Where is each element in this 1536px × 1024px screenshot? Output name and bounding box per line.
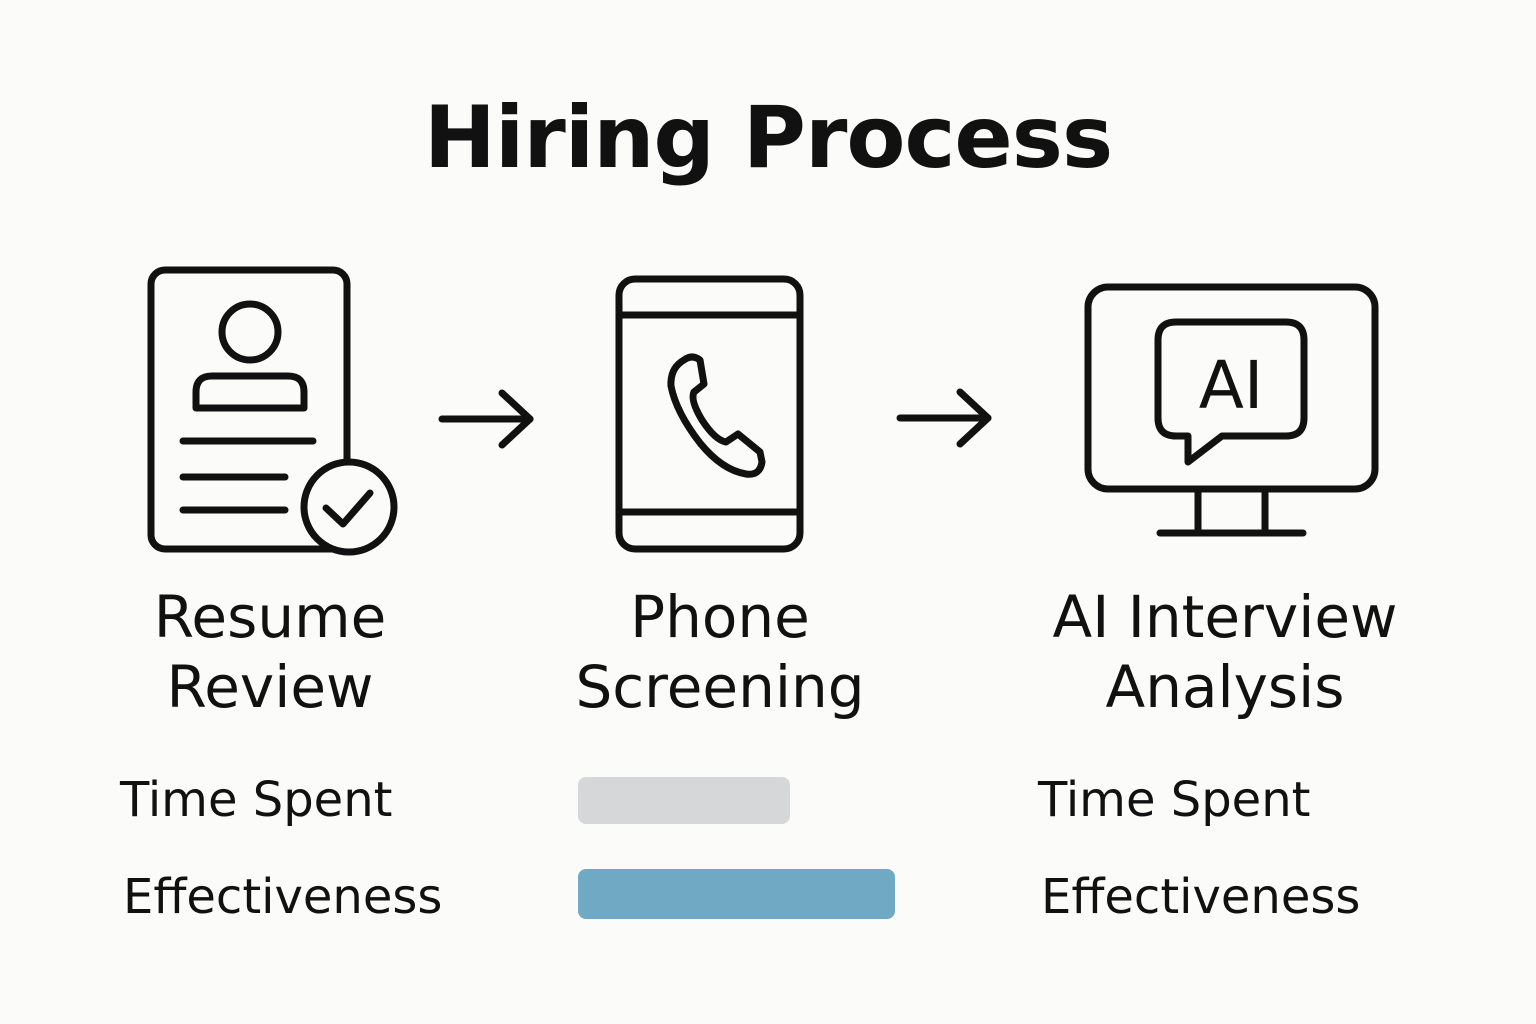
arrow-right-icon <box>896 388 992 448</box>
step-label-resume-review: Resume Review <box>120 582 420 722</box>
metric-label-effectiveness: Effectiveness <box>123 869 443 925</box>
step-label-line: AI Interview <box>1052 583 1398 651</box>
arrow-right-icon <box>438 389 534 449</box>
effectiveness-bar <box>578 869 895 919</box>
step-label-line: Analysis <box>1105 653 1345 721</box>
ai-icon-text: AI <box>1199 347 1264 424</box>
metric-label-effectiveness: Effectiveness <box>1041 869 1361 925</box>
step-label-line: Screening <box>575 653 865 721</box>
step-label-phone-screening: Phone Screening <box>560 582 880 722</box>
step-label-line: Phone <box>630 583 810 651</box>
metric-label-time-spent: Time Spent <box>120 772 393 828</box>
metric-label-time-spent: Time Spent <box>1038 772 1311 828</box>
step-label-ai-interview-analysis: AI Interview Analysis <box>1030 582 1420 722</box>
resume-check-icon <box>147 266 398 556</box>
page-title: Hiring Process <box>423 88 1113 188</box>
time-spent-bar <box>578 777 790 824</box>
step-label-line: Resume <box>153 583 387 651</box>
step-label-line: Review <box>166 653 374 721</box>
ai-monitor-icon: AI <box>1084 283 1379 537</box>
phone-icon <box>615 275 804 553</box>
